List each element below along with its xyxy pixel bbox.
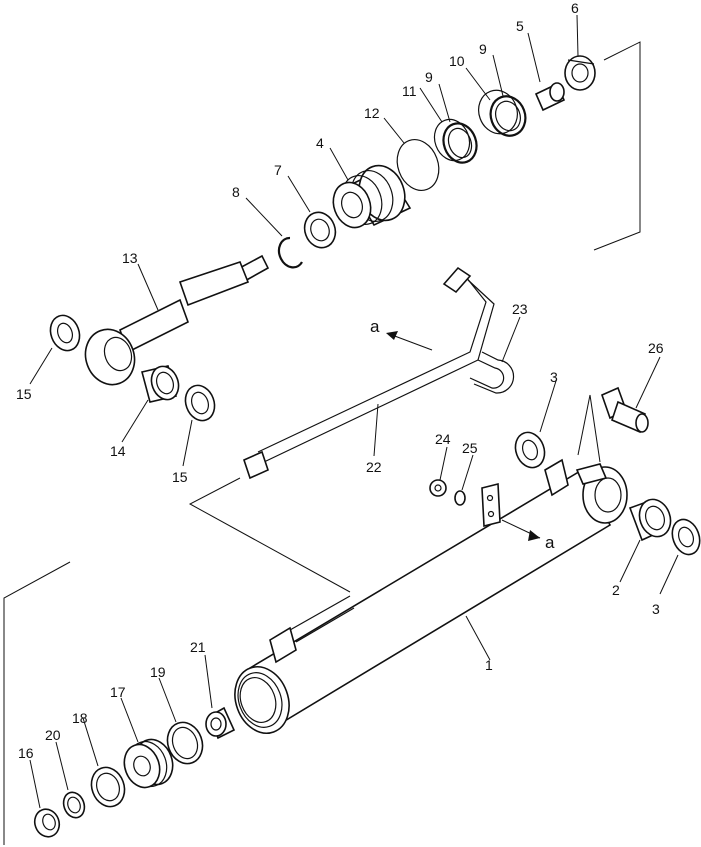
ref-a-upper: a (370, 317, 380, 336)
part-12-o-ring (396, 139, 440, 191)
callout-15: 15 (16, 386, 32, 402)
callout-20: 20 (45, 727, 61, 743)
part-13-piston-rod (84, 254, 270, 386)
callout-4: 4 (316, 135, 324, 151)
part-21-collar (205, 706, 236, 740)
callout-5: 5 (516, 18, 524, 34)
part-10-ring (489, 95, 527, 137)
callout-21: 21 (190, 639, 206, 655)
callout-2: 2 (612, 582, 620, 598)
part-7-bushing (303, 211, 337, 249)
part-24-nut (429, 479, 447, 497)
callout-17: 17 (110, 684, 126, 700)
callout-7: 7 (274, 162, 282, 178)
callout-8: 8 (232, 184, 240, 200)
callout-10: 10 (449, 53, 465, 69)
callout-22: 22 (366, 459, 382, 475)
part-25-washer (454, 490, 466, 506)
part-16-seal (33, 808, 61, 838)
part-3-seal-a (671, 518, 701, 556)
clamp-plate (481, 482, 501, 528)
part-9-ring-b (433, 118, 471, 162)
callout-16: 16 (18, 745, 34, 761)
callout-3: 3 (652, 601, 660, 617)
callout-1: 1 (485, 657, 493, 673)
callout-23: 23 (512, 301, 528, 317)
part-2-bushing (628, 498, 672, 542)
part-23-u-bolt (469, 351, 515, 394)
part-14-bushing (141, 365, 180, 403)
callout-3: 3 (550, 369, 558, 385)
ref-a-lower: a (545, 533, 555, 552)
part-1-cylinder-tube (234, 458, 628, 734)
part-9-ring-a (478, 89, 518, 135)
part-5-collar (534, 82, 566, 112)
part-11-ring (442, 122, 478, 164)
callout-labels: 1 2 3 3 4 5 6 7 8 9 9 10 11 12 13 14 15 … (16, 0, 664, 761)
part-4-piston (332, 164, 412, 229)
part-26-elbow-fitting (601, 386, 649, 434)
part-17-head (123, 738, 174, 789)
callout-11: 11 (402, 83, 417, 99)
callout-9: 9 (479, 41, 487, 57)
part-15-seal-b (184, 384, 216, 422)
callout-15: 15 (172, 469, 188, 485)
part-18-ring (90, 766, 126, 808)
part-22-tube (243, 266, 495, 480)
part-19-ring (166, 721, 204, 765)
part-3-seal-b (514, 431, 546, 469)
callout-26: 26 (648, 340, 664, 356)
leader-lines (29, 14, 679, 809)
callout-6: 6 (571, 0, 579, 16)
callout-19: 19 (150, 664, 166, 680)
frame-lines (3, 41, 641, 845)
callout-9: 9 (425, 69, 433, 85)
callout-24: 24 (435, 431, 451, 447)
callout-14: 14 (110, 443, 126, 459)
part-15-seal-a (49, 314, 81, 352)
part-6-nut (564, 55, 596, 91)
callout-25: 25 (462, 440, 478, 456)
callout-18: 18 (72, 710, 88, 726)
callout-13: 13 (122, 250, 138, 266)
part-8-snap-ring (277, 236, 303, 269)
part-20-ring (62, 791, 86, 819)
callout-12: 12 (364, 105, 380, 121)
